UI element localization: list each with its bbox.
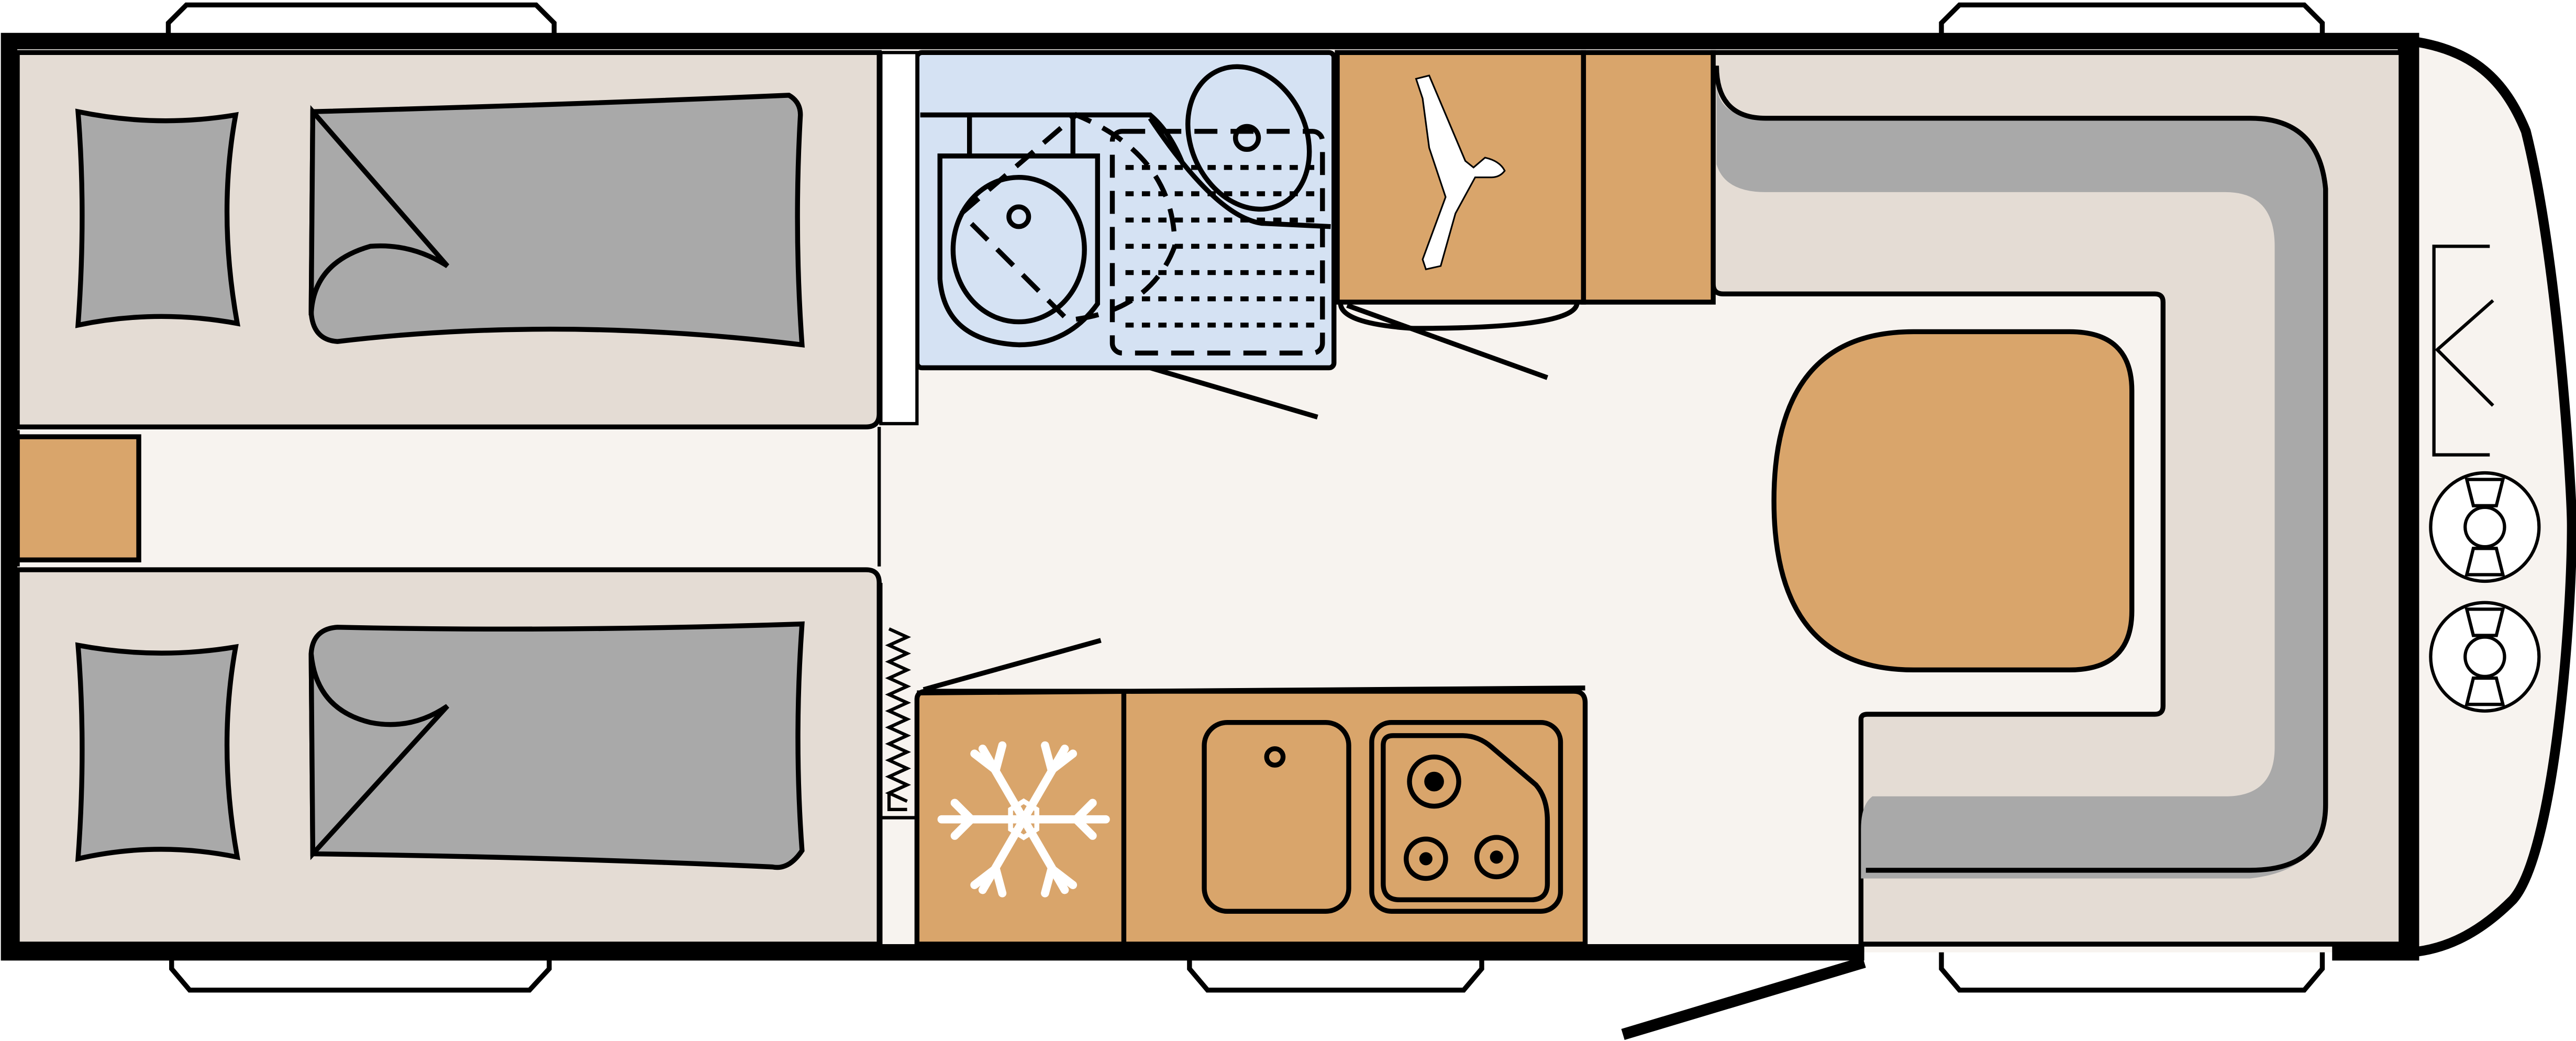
coat-hanger-icon [1415,74,1506,271]
gas-bottle-icon [2429,601,2541,713]
u-shaped-seating [1711,50,2404,947]
gas-bottle-icon [2429,471,2541,583]
heater-vent [878,427,917,944]
front-locker-contents [2432,245,2494,457]
window-bottom-right [1939,946,2325,993]
dining-table [1771,329,2135,673]
washroom [879,50,1337,426]
kitchen-unit [914,638,1588,947]
wardrobe-door [1346,303,1549,380]
bed-turndown [308,653,450,860]
shower-icon [1109,129,1325,356]
bed-mattress [308,93,805,348]
entrance-door [1621,956,1866,1040]
wardrobe [1335,50,1586,380]
bed-turndown [308,105,450,316]
pillow-icon [75,642,241,862]
cabinet [1581,50,1716,305]
bed-mattress [308,621,805,870]
pillow-icon [75,108,241,328]
single-bed-left-bottom [15,567,882,947]
washbasin-icon [1148,117,1331,229]
hob-icon [1369,719,1563,914]
washroom-door [1149,365,1318,419]
bedside-table [15,434,141,562]
snowflake-icon [937,741,1110,898]
sink-icon [1202,719,1351,914]
fridge-door [923,638,1102,692]
single-bed-left-top [15,50,882,429]
